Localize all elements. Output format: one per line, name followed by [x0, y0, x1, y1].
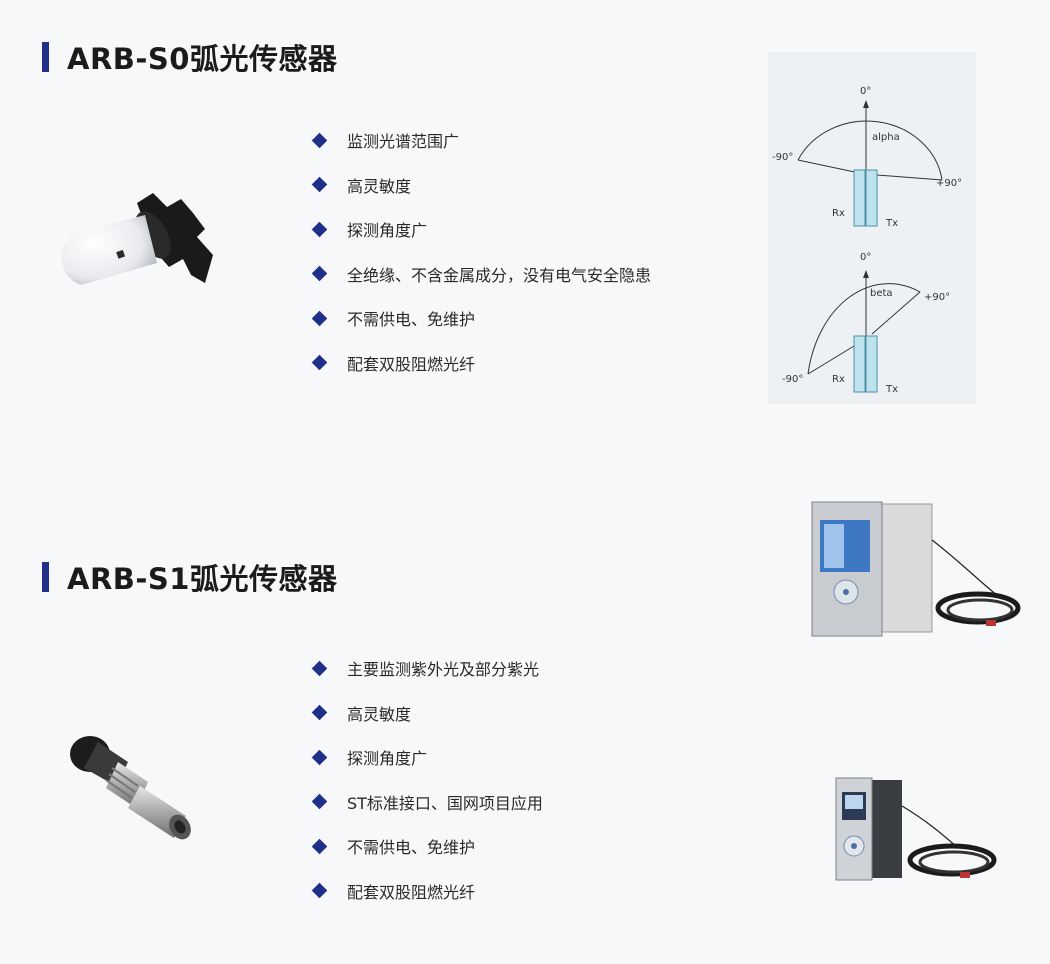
diagram-label-minus90-bottom: -90°: [782, 374, 804, 385]
diamond-bullet-icon: [311, 310, 328, 327]
diagram-label-zero-bottom: 0°: [860, 252, 872, 263]
list-item: 监测光谱范围广: [311, 118, 651, 163]
title-accent-bar: [42, 42, 49, 72]
diamond-bullet-icon: [311, 793, 328, 810]
diagram-label-zero-top: 0°: [860, 86, 872, 97]
list-item: 全绝缘、不含金属成分，没有电气安全隐患: [311, 252, 651, 297]
diagram-label-minus90-top: -90°: [772, 152, 794, 163]
diagram-label-tx-bottom: Tx: [886, 384, 899, 395]
title-accent-bar: [42, 562, 49, 592]
diamond-bullet-icon: [311, 882, 328, 899]
list-item: 高灵敏度: [311, 691, 543, 736]
diagram-label-tx-top: Tx: [886, 218, 899, 229]
list-item: 配套双股阻燃光纤: [311, 341, 651, 386]
list-item: 不需供电、免维护: [311, 824, 543, 869]
protection-device-image: [811, 501, 1021, 637]
feature-list-s0: 监测光谱范围广 高灵敏度 探测角度广 全绝缘、不含金属成分，没有电气安全隐患 不…: [311, 118, 651, 386]
arb-s0-sensor-image: [61, 193, 213, 285]
diamond-bullet-icon: [311, 704, 328, 721]
diagram-label-rx-top: Rx: [832, 208, 845, 219]
section-title-text: ARB-S1弧光传感器: [67, 562, 338, 596]
arb-s1-sensor-image: [70, 736, 191, 840]
list-item: ST标准接口、国网项目应用: [311, 780, 543, 825]
section-title-s0: ARB-S0弧光传感器: [42, 36, 337, 78]
diagram-label-alpha: alpha: [872, 132, 900, 143]
section-title-text: ARB-S0弧光传感器: [67, 42, 338, 76]
diamond-bullet-icon: [311, 265, 328, 282]
diamond-bullet-icon: [311, 176, 328, 193]
diagram-label-plus90-bottom: +90°: [924, 292, 951, 303]
diagram-label-beta: beta: [870, 288, 893, 299]
list-item: 配套双股阻燃光纤: [311, 869, 543, 914]
diamond-bullet-icon: [311, 132, 328, 149]
monitoring-device-image: [835, 777, 997, 881]
list-item: 主要监测紫外光及部分紫光: [311, 646, 543, 691]
detection-angle-diagram: 0° alpha -90° +90° Rx Tx 0° beta +90° -9…: [768, 52, 976, 404]
list-item: 探测角度广: [311, 735, 543, 780]
diamond-bullet-icon: [311, 221, 328, 238]
diamond-bullet-icon: [311, 354, 328, 371]
list-item: 高灵敏度: [311, 163, 651, 208]
section-title-s1: ARB-S1弧光传感器: [42, 556, 337, 598]
diagram-label-plus90-top: +90°: [936, 178, 963, 189]
feature-list-s1: 主要监测紫外光及部分紫光 高灵敏度 探测角度广 ST标准接口、国网项目应用 不需…: [311, 646, 543, 914]
diamond-bullet-icon: [311, 660, 328, 677]
list-item: 不需供电、免维护: [311, 296, 651, 341]
diamond-bullet-icon: [311, 749, 328, 766]
list-item: 探测角度广: [311, 207, 651, 252]
diagram-label-rx-bottom: Rx: [832, 374, 845, 385]
diamond-bullet-icon: [311, 838, 328, 855]
